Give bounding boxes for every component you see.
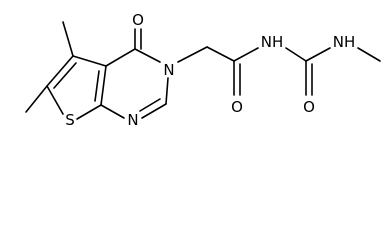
atom-nh-imide: NH: [261, 33, 284, 51]
bond-c4-n3: [134, 48, 161, 63]
atom-sulfur: S: [65, 111, 75, 129]
bond-methyl-c5: [62, 21, 74, 57]
bond-c4a-c4: [105, 48, 136, 67]
atom-nitrogen-n1: N: [127, 111, 138, 129]
bond-n3-ch2: [177, 46, 208, 63]
bond-c4a-c7a-double: [94, 70, 100, 102]
bond-camide-nh: [233, 47, 259, 62]
bond-c2-n1-double: [139, 98, 161, 112]
atom-oxygen-amide: O: [231, 98, 243, 116]
bond-c6-c5: [46, 55, 74, 87]
atom-oxygen-urea: O: [303, 98, 315, 116]
bond-s-c6: [46, 85, 64, 115]
atom-oxygen-carbonyl-ring: O: [132, 11, 144, 29]
bond-c6-c5-double: [53, 62, 77, 89]
molecule-diagram: O N S N NH O NH O: [25, 11, 381, 129]
atom-labels: O N S N NH O NH O: [65, 11, 355, 129]
bonds: [25, 21, 381, 120]
bond-c5-c4a: [72, 55, 107, 67]
bond-c2-n1: [141, 103, 167, 119]
bond-ch2-camide: [206, 46, 235, 62]
atom-nh-methyl: NH: [333, 33, 356, 51]
atom-nitrogen-n3: N: [163, 61, 174, 79]
bond-n1-c7a: [100, 104, 125, 119]
bond-c4a-c7a: [100, 65, 107, 106]
bond-curea-nh: [305, 47, 331, 62]
bond-n3-c2: [165, 77, 169, 105]
bond-nh-methyl: [357, 47, 381, 62]
bond-nh-curea: [285, 47, 307, 62]
bond-c7a-s: [76, 104, 102, 120]
bond-methyl-c6: [25, 85, 48, 113]
